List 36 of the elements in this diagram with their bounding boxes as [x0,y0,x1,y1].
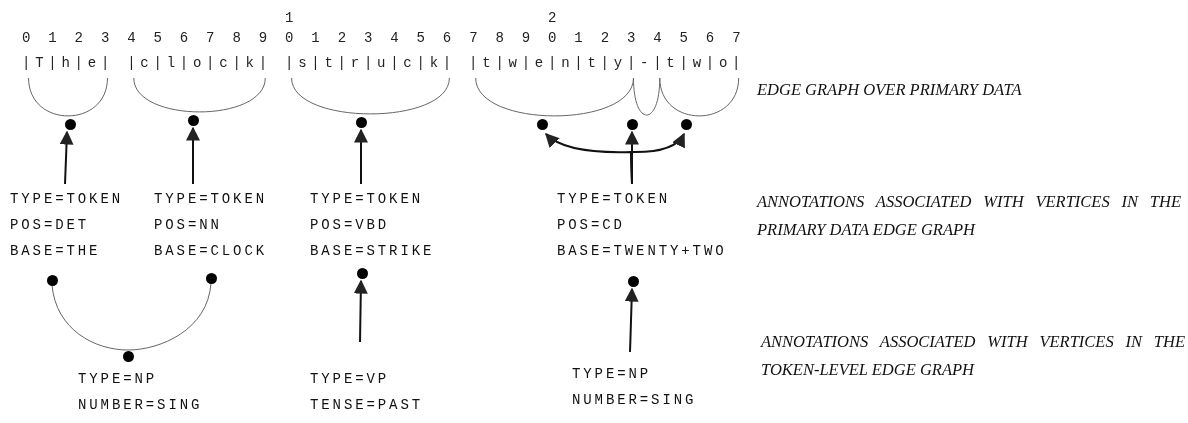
annotation-text: TYPE=VP TENSE=PAST [310,366,423,418]
annotation-text: TYPE=TOKEN POS=VBD BASE=STRIKE [310,186,435,264]
arrow [59,130,74,185]
tens-digit: 2 [548,10,562,26]
character-cells: |T|h|e| [22,55,115,71]
character-cells: |c|l|o|c|k| [127,55,272,71]
annotation-text: TYPE=TOKEN POS=NN BASE=CLOCK [154,186,267,264]
level-caption: ANNOTATIONS ASSOCIATED WITH VERTICES IN THE TOKEN-LEVEL EDGE GRAPH [761,331,1185,381]
hyperedge-arc [127,282,212,351]
level-caption: ANNOTATIONS ASSOCIATED WITH VERTICES IN THE PRIMARY DATA EDGE GRAPH [757,191,1181,241]
vertex-dot [626,118,638,130]
vertex-dot [205,272,217,284]
vertex-dot [46,274,58,286]
vertex-dot [122,350,134,362]
hyperedge-arc [51,284,129,351]
annotation-text: TYPE=TOKEN POS=DET BASE=THE [10,186,123,264]
level-caption: EDGE GRAPH OVER PRIMARY DATA [757,79,1023,101]
vertex-dot [355,116,367,128]
character-cells: |t|w|e|n|t|y|-|t|w|o| [469,55,746,71]
tens-digit: 1 [285,10,299,26]
offset-digits: 0 1 2 3 4 5 6 7 8 9 0 1 2 3 4 5 6 7 8 9 0 1 2 3 4 5 6 7 [22,30,746,46]
annotation-text: TYPE=NP NUMBER=SING [78,366,203,418]
arrow [630,132,685,185]
arrow [354,128,368,185]
vertex-dot [627,275,639,287]
vertex-dot [536,118,548,130]
vertex-dot [187,114,199,126]
vertex-dot [64,118,76,130]
character-cells: |s|t|r|u|c|k| [285,55,456,71]
annotation-text: TYPE=TOKEN POS=CD BASE=TWENTY+TWO [557,186,727,264]
arrow [353,279,368,343]
vertex-dot [680,118,692,130]
vertex-dot [356,267,368,279]
annotation-text: TYPE=NP NUMBER=SING [572,361,697,413]
arrow [624,287,639,353]
arrow [186,126,200,185]
